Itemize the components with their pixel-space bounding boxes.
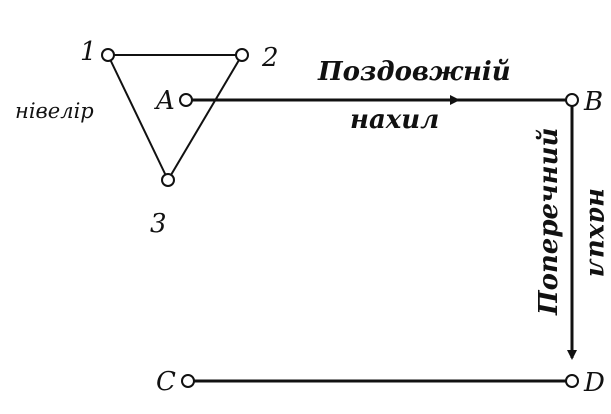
bottom-line: C D <box>156 367 605 398</box>
point-c-label: C <box>156 367 176 397</box>
point-a-label: A <box>154 86 175 116</box>
point-b-label: B <box>583 87 603 117</box>
tripod-edge-1-3 <box>107 54 169 181</box>
transverse-label-line1: Поперечний <box>534 128 564 316</box>
level-tripod: 1 2 3 <box>80 37 279 239</box>
point-b-marker <box>565 93 579 107</box>
point-a-marker <box>179 93 193 107</box>
longitudinal-label-line2: нахил <box>350 105 439 135</box>
point-c-marker <box>181 374 195 388</box>
longitudinal-label-line1: Поздовжній <box>317 57 511 87</box>
tripod-label-1: 1 <box>80 37 97 67</box>
tripod-edge-2-3 <box>167 54 243 181</box>
longitudinal-slope: A B Поздовжній нахил <box>154 57 603 135</box>
tripod-label-2: 2 <box>261 43 279 73</box>
point-d-marker <box>565 374 579 388</box>
tripod-label-3: 3 <box>150 209 167 239</box>
tripod-leg-3 <box>161 173 175 187</box>
transverse-slope: Поперечний нахил <box>534 106 611 360</box>
tripod-leg-2 <box>235 48 249 62</box>
tripod-leg-1 <box>101 48 115 62</box>
point-d-label: D <box>583 368 605 398</box>
transverse-label-line2: нахил <box>583 188 611 277</box>
level-instrument-label: нівелір <box>15 99 94 123</box>
